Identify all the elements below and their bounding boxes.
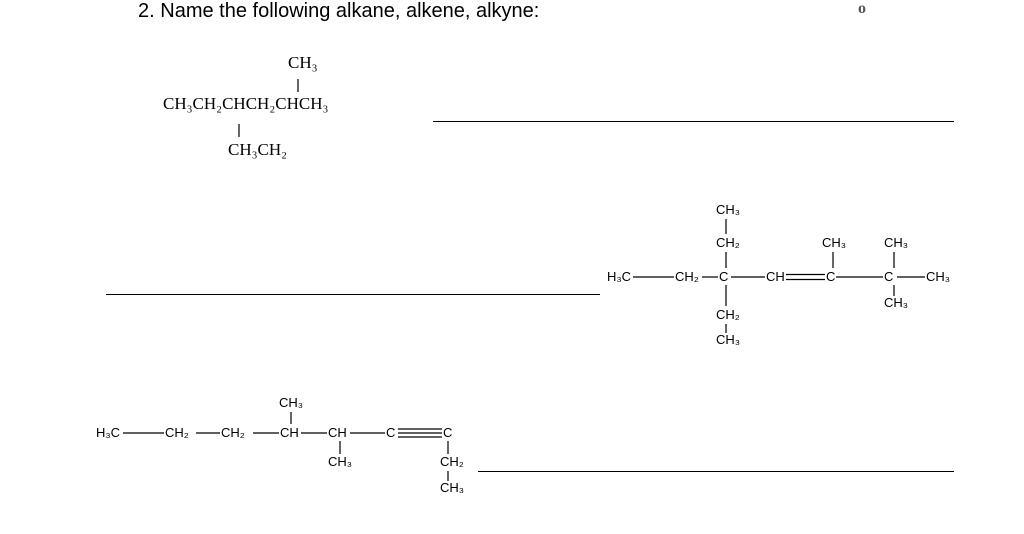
mol2-top-ch2: CH₂ [716, 235, 740, 250]
question-prompt: 2. Name the following alkane, alkene, al… [138, 0, 539, 23]
answer-line-3[interactable] [478, 471, 954, 472]
mol2-ch2: CH₂ [675, 269, 699, 284]
mol2-c-alkene: C [826, 269, 836, 284]
mol3-c-triple-right: C [443, 425, 453, 440]
mol3-h3c: H₃C [96, 425, 121, 440]
mol3-c-triple-left: C [386, 425, 396, 440]
corner-mark: o [858, 0, 866, 17]
mol3-ch-b: CH [328, 425, 347, 440]
mol2-top-ch3: CH₃ [716, 202, 741, 217]
mol1-bottom-substituent: CH₃CH₂ [228, 140, 288, 159]
mol2-ch3-end: CH₃ [926, 269, 951, 284]
mol2-bottom-ch3: CH₃ [716, 332, 741, 347]
mol3-ch: CH [280, 425, 299, 440]
mol3-ch3-under-ch: CH₃ [328, 454, 353, 469]
mol3-top-ch3: CH₃ [279, 395, 304, 410]
mol3-ch2-under-c: CH₂ [440, 454, 464, 469]
mol2-c-quaternary: C [719, 269, 729, 284]
mol2-bottom-ch2: CH₂ [716, 307, 740, 322]
mol2-ch3-top-right: CH₃ [884, 235, 909, 250]
mol2-h3c: H₃C [607, 269, 632, 284]
mol2-ch3-on-alkene: CH₃ [822, 235, 847, 250]
mol3-ch2-b: CH₂ [221, 425, 245, 440]
question-number: 2. [138, 0, 155, 22]
mol2-ch3-bottom-right: CH₃ [884, 295, 909, 310]
mol2-ch: CH [766, 269, 785, 284]
mol3-ch3-under-c: CH₃ [440, 480, 465, 495]
answer-line-1[interactable] [433, 121, 954, 122]
mol1-top-substituent: CH₃ [288, 53, 318, 72]
mol1-main-chain: CH₃CH₂CHCH₂CHCH₃ [163, 94, 329, 113]
mol2-c-tertiary: C [884, 269, 894, 284]
mol3-ch2-a: CH₂ [165, 425, 189, 440]
question-text: Name the following alkane, alkene, alkyn… [160, 0, 540, 22]
answer-line-2[interactable] [106, 294, 600, 295]
